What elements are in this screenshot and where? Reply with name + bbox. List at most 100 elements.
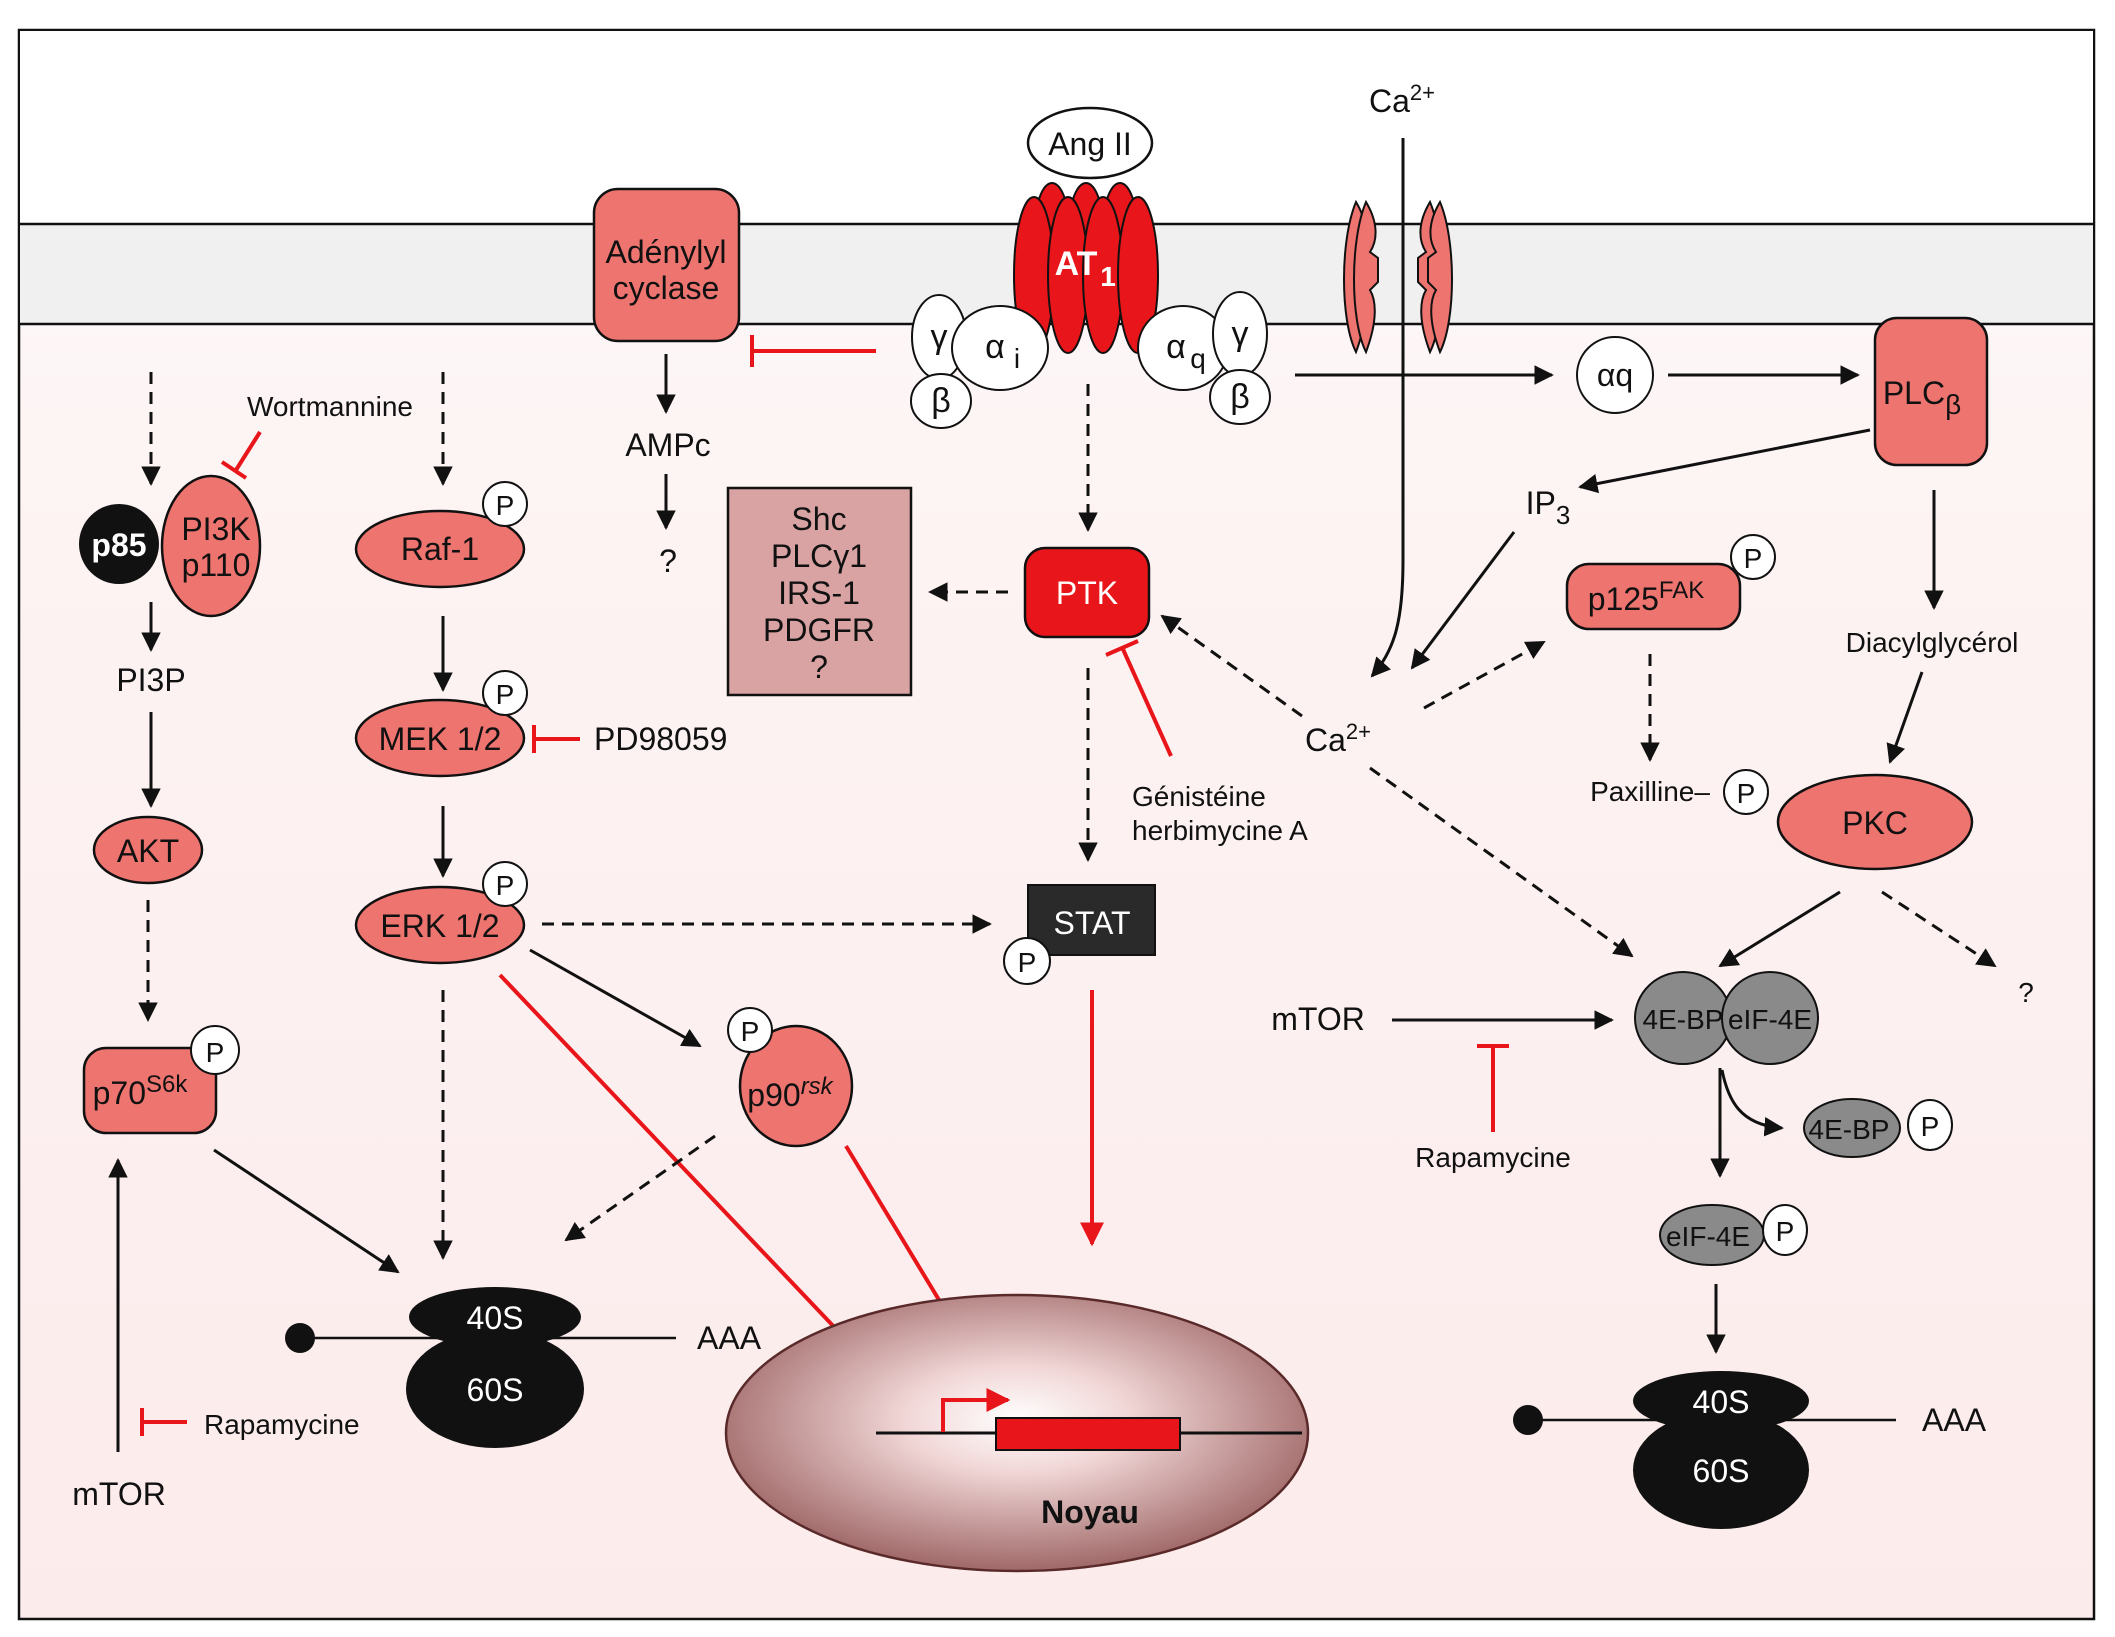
ribosome-left-60s (406, 1330, 584, 1448)
arrow-calcium-to-4ebp (1369, 766, 1634, 958)
erk-phospho-badge (482, 861, 528, 907)
p70s6k-box (82, 1046, 218, 1135)
ptk-substrates-box (726, 486, 913, 697)
arrow-pkc-to-4ebp (1718, 890, 1841, 968)
ang-ii-label: Ang II (1048, 126, 1132, 162)
mek-ellipse (354, 698, 526, 778)
eif4e-phospho-label: P (1776, 1216, 1795, 1247)
adenylyl-label-1: Adénylyl (606, 234, 727, 270)
alphaq-label: αq (1597, 357, 1633, 393)
plc-label: PLCβ (1883, 375, 1961, 420)
erk-label: ERK 1/2 (380, 908, 499, 944)
gene-box (995, 1417, 1181, 1451)
ribosome-right-40s-label: 40S (1693, 1384, 1750, 1420)
gq-protein: α q γ β (1137, 291, 1271, 425)
4ebp-free-label: 4E-BP (1809, 1114, 1890, 1145)
calcium-extracellular-label: Ca2+ (1369, 80, 1435, 119)
4ebp-phospho-label: P (1921, 1111, 1940, 1142)
p70-phospho-badge (190, 1025, 240, 1075)
eif4e-bound-ellipse (1721, 971, 1819, 1065)
ptk-box (1023, 546, 1151, 639)
nucleus: Noyau (724, 1293, 1310, 1573)
adenylyl-label-2: cyclase (613, 270, 720, 306)
herbimycine-label: herbimycine A (1132, 815, 1308, 846)
gq-gamma-label: γ (1232, 315, 1249, 353)
pkc-unknown-label: ? (2018, 977, 2034, 1008)
transcription-start-arrow (941, 1388, 1011, 1432)
stat-phospho-label: P (1018, 947, 1037, 978)
arrow-complex-to-4ebp-p (1720, 1069, 1784, 1137)
pkc-label: PKC (1842, 805, 1908, 841)
ang-ii-ligand (1026, 106, 1154, 180)
gi-gamma-label: γ (931, 318, 948, 356)
genisteine-inhibition-bar (1105, 639, 1139, 657)
nucleus-label: Noyau (1041, 1494, 1139, 1530)
genisteine-label: Génistéine (1132, 781, 1266, 812)
pi3p-label: PI3P (116, 662, 185, 698)
mrna-left-cap (285, 1323, 315, 1353)
ribosome-right-40s (1633, 1371, 1809, 1431)
raf1-phospho-badge (482, 481, 528, 527)
arrow-plc-to-ip3 (1578, 428, 1871, 494)
arrow-calcium-to-ptk (1160, 614, 1303, 718)
stat-box (1027, 884, 1156, 956)
raf1-ellipse (354, 509, 526, 589)
mtor-left-label: mTOR (72, 1476, 166, 1512)
ribosome-right-60s (1633, 1411, 1809, 1529)
wortmannine-inhibition-bar (220, 460, 248, 480)
fak-phospho-label: P (1744, 543, 1763, 574)
fak-phospho-badge (1730, 534, 1776, 580)
p90rsk-ellipse (738, 1024, 854, 1148)
gq-alpha-subscript: q (1190, 343, 1206, 374)
ribosome-left: 40S 60S AAA (285, 1287, 762, 1448)
rapamycine-right-label: Rapamycine (1415, 1142, 1571, 1173)
calcium-channel (1343, 199, 1453, 355)
p70-label: p70S6k (93, 1071, 189, 1111)
mrna-right-cap (1513, 1405, 1543, 1435)
raf1-label: Raf-1 (401, 531, 479, 567)
gi-beta-label: β (931, 382, 951, 420)
p85-circle (79, 504, 159, 584)
rapamycine-left-label: Rapamycine (204, 1409, 360, 1440)
stat-label: STAT (1053, 905, 1130, 941)
eif4e-bound-label: eIF-4E (1728, 1004, 1812, 1035)
p90-phospho-label: P (741, 1016, 760, 1047)
mtor-right-label: mTOR (1271, 1001, 1365, 1037)
4ebp-free-ellipse (1803, 1098, 1901, 1158)
gi-protein: γ α i β (910, 294, 1049, 429)
p110-label: p110 (182, 547, 251, 583)
substrate-plcg1: PLCγ1 (771, 538, 867, 574)
paxilline-phospho-label: P (1737, 778, 1756, 809)
arrow-ip3-to-calcium (1410, 531, 1516, 670)
erk-phospho-label: P (496, 870, 515, 901)
pi3k-p110-ellipse (160, 474, 262, 618)
mek-phospho-label: P (496, 679, 515, 710)
gi-alpha-label: α (985, 328, 1005, 366)
arrow-p90-to-ribosome (564, 1134, 716, 1242)
wortmannine-label: Wortmannine (247, 391, 413, 422)
substrate-pdgfr: PDGFR (763, 612, 875, 648)
ribosome-right-60s-label: 60S (1693, 1453, 1750, 1489)
ribosome-right-polya-label: AAA (1922, 1402, 1987, 1438)
pd98059-label: PD98059 (594, 721, 727, 757)
substrate-shc: Shc (791, 501, 846, 537)
4ebp-phospho-badge (1907, 1099, 1953, 1151)
wortmannine-inhibition-line (234, 430, 262, 472)
fak-box (1565, 562, 1742, 631)
ribosome-left-40s-label: 40S (467, 1300, 524, 1336)
arrow-p70-to-ribosome (213, 1148, 400, 1274)
akt-label: AKT (117, 833, 179, 869)
alphaq-circle (1576, 336, 1654, 414)
arrow-erk-to-p90 (529, 948, 702, 1048)
p90-label: p90rsk (747, 1073, 834, 1113)
arrow-pkc-to-unknown (1881, 890, 1997, 968)
akt-ellipse (92, 815, 204, 885)
mek-phospho-badge (482, 670, 528, 716)
arrow-calcium-influx (1370, 138, 1405, 678)
ip3-label: IP3 (1526, 485, 1571, 530)
dag-label: Diacylglycérol (1846, 627, 2019, 658)
paxilline-label: Paxilline– (1590, 776, 1710, 807)
fak-label: p125FAK (1588, 577, 1705, 617)
ribosome-left-60s-label: 60S (467, 1372, 524, 1408)
